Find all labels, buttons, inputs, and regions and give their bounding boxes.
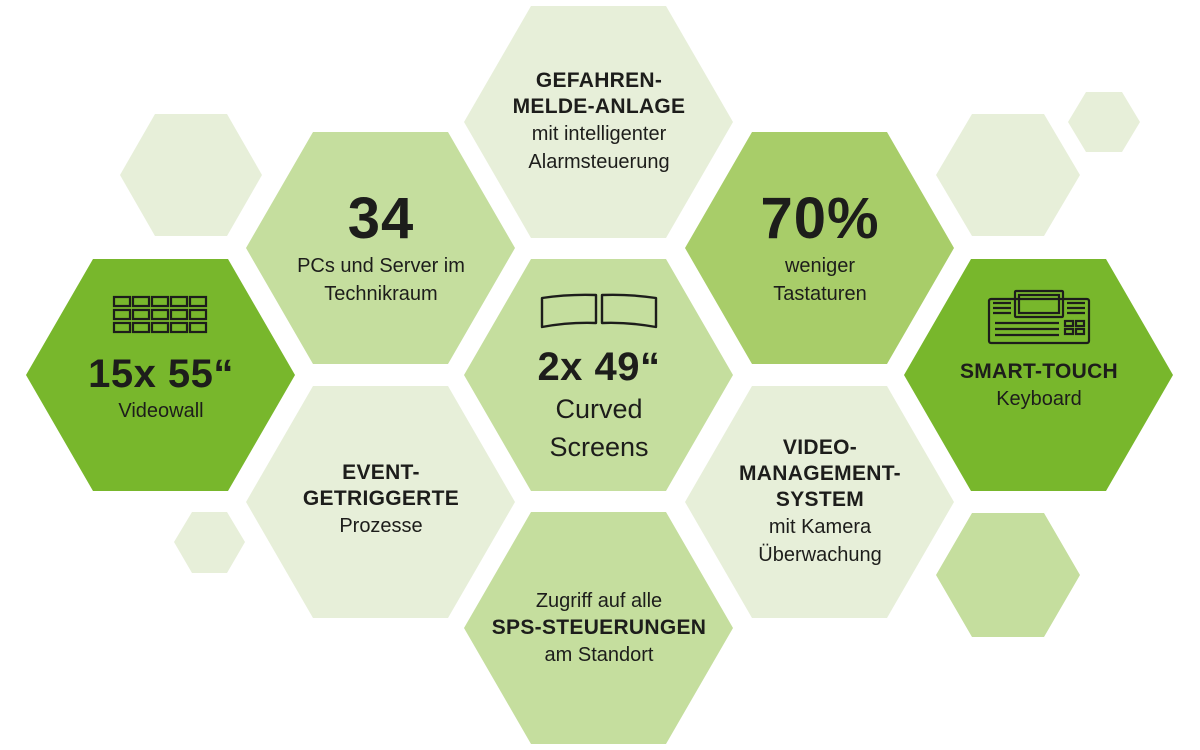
gefahren-title-line1: GEFAHREN- [535, 69, 663, 92]
videomanagement-title-line1: VIDEO- [782, 436, 858, 459]
videomanagement-label-line2: Überwachung [758, 544, 882, 566]
hexagon-event [246, 386, 515, 618]
pcs-server-text: 34 PCs und Server im Technikraum [262, 184, 500, 312]
decor-hexagon [120, 114, 262, 236]
hexagon-videomanagement [685, 386, 954, 618]
hexagon-gefahrenmeldeanlage [464, 6, 733, 238]
smart-touch-label: Keyboard [996, 388, 1082, 410]
tastaturen-percentage: 70% [760, 186, 880, 251]
sps-title: SPS-STEUERUNGEN [491, 616, 707, 639]
sps-label-line2: am Standort [544, 644, 654, 666]
event-label: Prozesse [339, 515, 423, 537]
tastaturen-label-line1: weniger [784, 255, 856, 277]
tastaturen-label-line2: Tastaturen [773, 283, 867, 305]
videowall-label: Videowall [118, 400, 204, 422]
decor-hexagon [936, 114, 1080, 236]
curved-screens-icon [540, 293, 658, 329]
videomanagement-title-line3: SYSTEM [775, 488, 865, 511]
sps-label-line1: Zugriff auf alle [535, 590, 663, 612]
gefahren-desc-line1: mit intelligenter [531, 123, 667, 145]
hexagon-tastaturen [685, 132, 954, 364]
curved-screens-label-line1: Curved [555, 394, 643, 424]
gefahrenmeldeanlage-text: GEFAHREN- MELDE-ANLAGE mit intelligenter… [480, 58, 718, 186]
pcs-count: 34 [347, 186, 415, 251]
hexagon-smart-touch [904, 259, 1173, 491]
sps-text: Zugriff auf alle SPS-STEUERUNGEN am Stan… [480, 580, 718, 676]
curved-screens-value: 2x 49“ [537, 345, 661, 389]
hexagon-videowall [26, 259, 295, 491]
keyboard-icon [987, 289, 1091, 345]
event-title-line1: EVENT- [342, 461, 420, 484]
videomanagement-text: VIDEO- MANAGEMENT- SYSTEM mit Kamera Übe… [701, 424, 939, 580]
videowall-grid-icon [112, 295, 208, 334]
hexagon-pcs-server [246, 132, 515, 364]
decor-hexagon [936, 513, 1080, 637]
curved-screens-label-line2: Screens [549, 432, 649, 462]
hexagon-sps [464, 512, 733, 744]
videomanagement-title-line2: MANAGEMENT- [739, 462, 901, 485]
tastaturen-text: 70% weniger Tastaturen [701, 184, 939, 312]
hexagon-curved-screens [464, 259, 733, 491]
smart-touch-title: SMART-TOUCH [959, 360, 1119, 383]
videowall-text: 15x 55“ Videowall [42, 290, 280, 430]
event-text: EVENT- GETRIGGERTE Prozesse [262, 440, 500, 560]
curved-screens-text: 2x 49“ Curved Screens [480, 284, 718, 474]
event-title-line2: GETRIGGERTE [302, 487, 460, 510]
decor-hexagon [1068, 92, 1140, 152]
pcs-label-line1: PCs und Server im [297, 255, 465, 277]
videowall-value: 15x 55“ [88, 352, 234, 396]
gefahren-title-line2: MELDE-ANLAGE [512, 95, 686, 118]
pcs-label-line2: Technikraum [324, 283, 438, 305]
decor-hexagon [174, 512, 245, 573]
gefahren-desc-line2: Alarmsteuerung [528, 151, 670, 173]
videomanagement-label-line1: mit Kamera [768, 516, 872, 538]
smart-touch-text: SMART-TOUCH Keyboard [920, 276, 1158, 426]
